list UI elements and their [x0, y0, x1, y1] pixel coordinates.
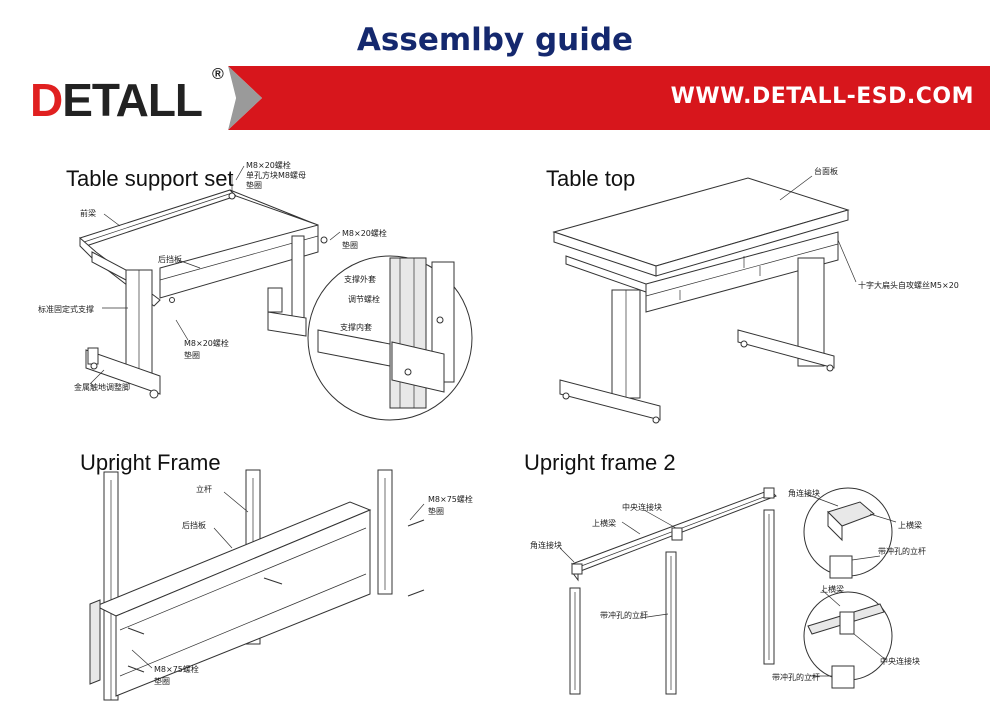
- callout-back-panel-2: 后挡板: [182, 521, 206, 530]
- callout-washer-2: 垫圈: [342, 241, 358, 250]
- callout-fixed-support: 标准固定式支撑: [38, 305, 94, 314]
- logo-letter-d: D: [30, 74, 63, 126]
- callout-punched-upright-2: 带冲孔的立杆: [878, 547, 926, 556]
- callout-top-beam: 上横梁: [592, 519, 616, 528]
- registered-mark: ®: [212, 66, 224, 83]
- website-url: WWW.DETALL-ESD.COM: [670, 84, 974, 109]
- callout-top-beam-3: 上横梁: [820, 585, 844, 594]
- table-support-drawing: [79, 165, 473, 421]
- callout-tabletop-panel: 台面板: [814, 167, 838, 176]
- callout-center-connector-2: 中央连接块: [880, 657, 920, 666]
- section-label-table-support: Table support set: [66, 166, 234, 191]
- callout-washer-5: 垫圈: [154, 677, 170, 686]
- callout-front-beam: 前梁: [80, 209, 96, 218]
- callout-corner-connector: 角连接块: [530, 541, 562, 550]
- logo-letters-etall: ETALL: [62, 74, 203, 126]
- callout-back-panel: 后挡板: [158, 255, 182, 264]
- upright-frame-drawing: [89, 469, 425, 701]
- callout-support-outer: 支撑外套: [344, 275, 376, 284]
- callout-bolt: M8×20螺栓: [246, 161, 291, 170]
- callout-upright: 立杆: [196, 485, 212, 494]
- callout-corner-connector-2: 角连接块: [788, 489, 820, 498]
- callout-adjust-bolt: 调节螺栓: [348, 295, 380, 304]
- callout-punched-upright-3: 带冲孔的立杆: [772, 673, 820, 682]
- upright-frame-2-drawing: [559, 487, 897, 695]
- section-label-upright-frame: Upright Frame: [80, 450, 221, 475]
- callout-bolt-3: M8×20螺栓: [184, 339, 229, 348]
- brand-logo: DETALL: [30, 74, 203, 126]
- section-label-upright-frame-2: Upright frame 2: [524, 450, 676, 475]
- callout-center-connector: 中央连接块: [622, 503, 662, 512]
- callout-washer: 垫圈: [246, 181, 262, 190]
- callout-support-inner: 支撑内套: [340, 323, 372, 332]
- callout-bolt-75-2: M8×75螺栓: [154, 665, 199, 674]
- logo-background: [0, 66, 262, 130]
- callout-washer-3: 垫圈: [184, 351, 200, 360]
- table-top-drawing: [552, 175, 857, 424]
- callout-top-beam-2: 上横梁: [898, 521, 922, 530]
- callout-square-nut: 单孔方块M8螺母: [246, 171, 306, 180]
- callout-bolt-75: M8×75螺栓: [428, 495, 473, 504]
- callout-punched-upright: 带冲孔的立杆: [600, 611, 648, 620]
- section-label-table-top: Table top: [546, 166, 636, 191]
- callout-leveling-foot: 金属触地调整脚: [74, 383, 130, 392]
- callout-screw: 十字大扁头自攻螺丝M5×20: [858, 281, 959, 290]
- callout-bolt-2: M8×20螺栓: [342, 229, 387, 238]
- page-title: Assemlby guide: [356, 22, 634, 58]
- callout-washer-4: 垫圈: [428, 507, 444, 516]
